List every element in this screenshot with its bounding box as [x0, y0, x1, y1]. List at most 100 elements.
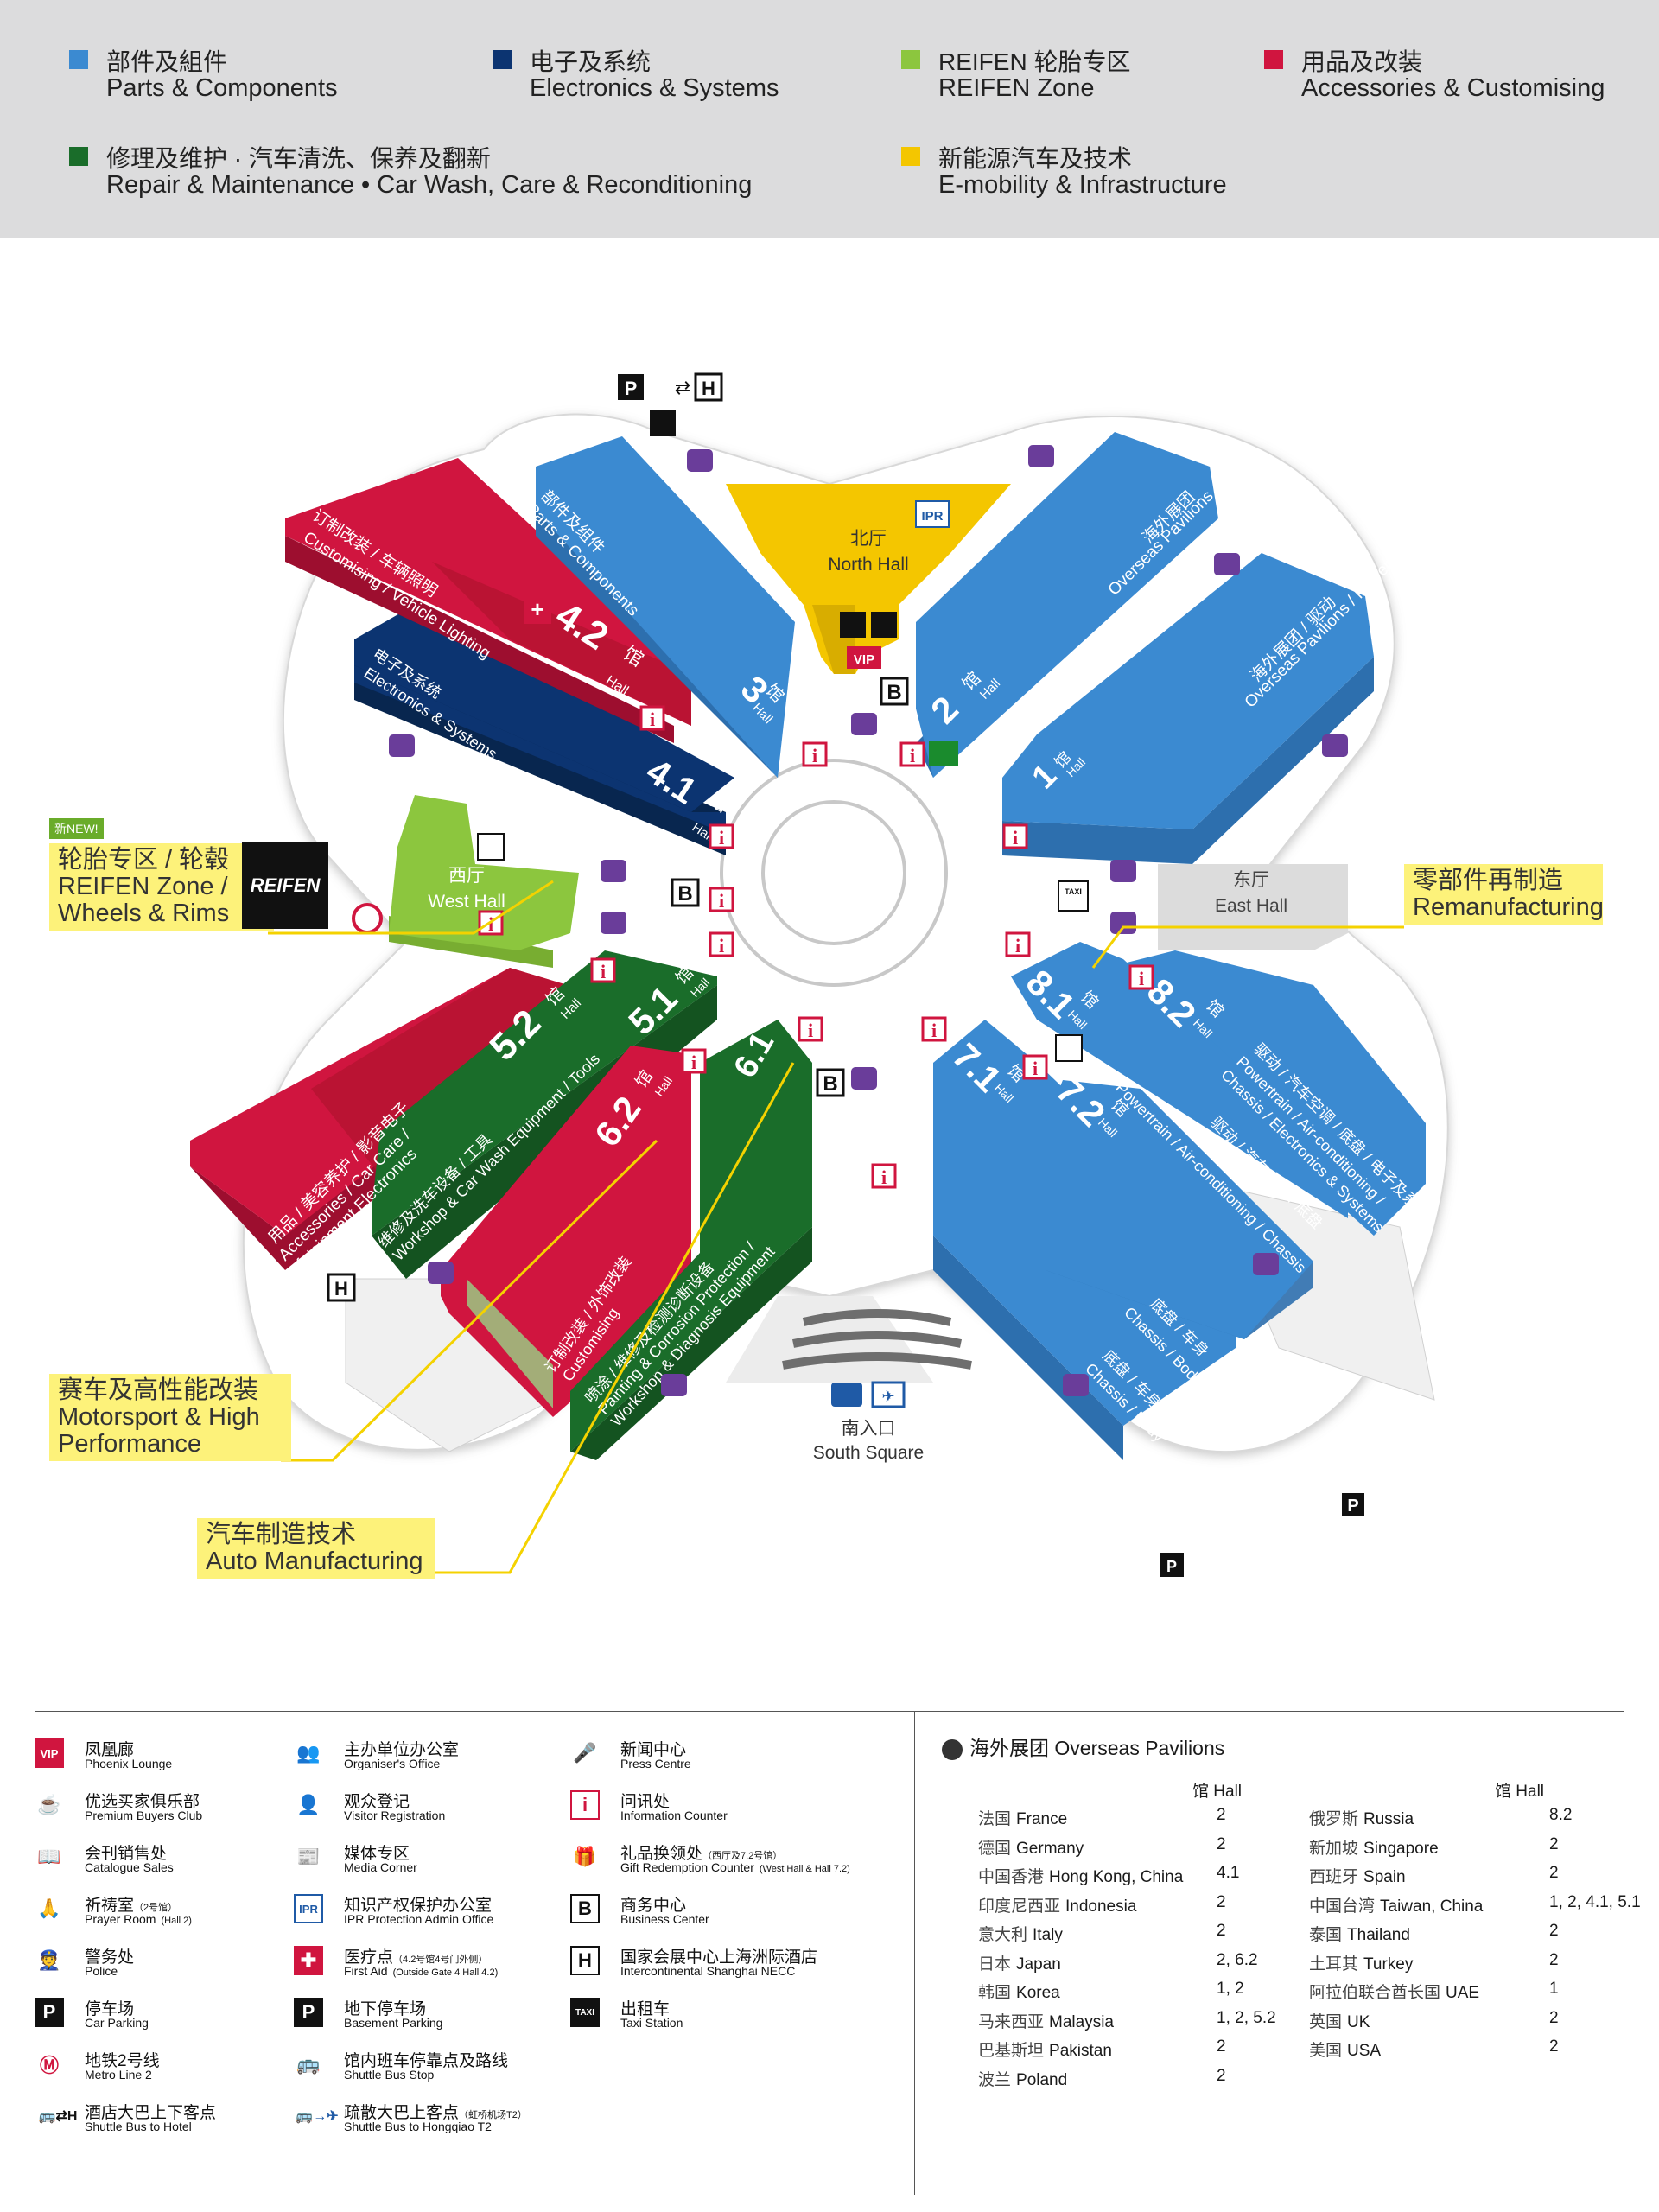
visitor-icon: 👤: [296, 1794, 321, 1815]
legend-item-en: Gift Redemption Counter(West Hall & Hall…: [620, 1860, 850, 1874]
metro-icon: [352, 903, 383, 934]
legend-item-zh: 知识产权保护办公室: [344, 1897, 493, 1915]
callout-reifen-en2: Wheels & Rims: [58, 899, 230, 927]
info-icon: i: [1005, 931, 1031, 957]
overseas-title: 海外展团 Overseas Pavilions: [942, 1732, 1224, 1761]
first-aid-icon: [524, 596, 551, 624]
legend-item-zh: 疏散大巴上客点（虹桥机场T2）: [344, 2104, 527, 2122]
info-icon: i: [709, 931, 734, 957]
map-top-icons[interactable]: P ⇄ H H P P TAXI + VIP IPR: [327, 372, 1364, 1577]
catalogue-icon: 📖: [37, 1846, 61, 1867]
legend-item-en: Phoenix Lounge: [85, 1757, 173, 1770]
central-roundabout-inner: [761, 800, 906, 945]
legend-item-zh: 观众登记: [344, 1793, 410, 1811]
legend-item-zh: 酒店大巴上下客点: [85, 2104, 217, 2122]
info-icon: i: [802, 741, 828, 767]
gift-icon-east: [1055, 1034, 1083, 1062]
legend-item-zh: 会刊销售处: [85, 1845, 168, 1863]
legend-item-zh: 国家会展中心上海洲际酒店: [620, 1948, 818, 1967]
overseas-hall: 4.1: [1217, 1864, 1240, 1882]
info-icon: i: [570, 1790, 600, 1820]
overseas-hall: 2: [1549, 2037, 1559, 2056]
svg-text:+: +: [531, 596, 543, 622]
svg-text:i: i: [808, 1020, 813, 1041]
new-badge: 新NEW!: [49, 818, 104, 839]
north-hall-en: North Hall: [828, 555, 908, 575]
info-icon: i: [921, 1016, 947, 1042]
hall-3[interactable]: [536, 436, 795, 778]
shuttle-stop-icon: [1214, 553, 1240, 575]
gift-icon: [477, 833, 505, 861]
south-entrance[interactable]: ✈ 南入口 South Square: [813, 1381, 924, 1463]
business-icon: B: [816, 1068, 845, 1097]
overseas-hall: 2: [1549, 1834, 1559, 1853]
svg-text:B: B: [677, 882, 692, 906]
overseas-hall: 1, 2, 5.2: [1217, 2008, 1276, 2027]
info-icon: i: [798, 1016, 823, 1042]
hall-7-2[interactable]: [1046, 1080, 1313, 1339]
overseas-hall: 2: [1217, 2066, 1226, 2085]
swatch-navy: [493, 50, 512, 69]
legend-item-zh: 警务处: [85, 1948, 135, 1967]
prayer-icon: 🙏: [37, 1897, 61, 1919]
east-hall: [1158, 864, 1348, 950]
shuttle-stop-icon: [601, 860, 626, 882]
svg-text:P: P: [1166, 1558, 1177, 1575]
svg-text:B: B: [823, 1072, 837, 1096]
callout-automfg-en: Auto Manufacturing: [206, 1548, 423, 1575]
overseas-hall: 2: [1549, 1864, 1559, 1882]
hall-1[interactable]: [1002, 553, 1374, 864]
callout-reman-zh: 零部件再制造: [1413, 867, 1564, 894]
info-icon: i: [1002, 823, 1028, 849]
west-hall-zh: 西厅: [448, 866, 485, 886]
legend-item-zh: 礼品换领处（西厅及7.2号馆）: [620, 1845, 783, 1863]
svg-text:H: H: [334, 1278, 348, 1300]
info-icon: i: [1022, 1054, 1048, 1080]
legend-item-zh: 出租车: [620, 2000, 671, 2018]
shuttle-stop-icon: [601, 912, 626, 934]
svg-text:i: i: [719, 890, 724, 912]
hall-8-1[interactable]: [1011, 942, 1348, 1218]
business-icon: B: [880, 677, 909, 706]
shuttle-stop-icon: [1322, 734, 1348, 757]
legend-item-zh: 新闻中心: [620, 1741, 687, 1759]
info-icon: i: [590, 957, 616, 983]
legend-item-zh: 凤凰廊: [85, 1741, 135, 1759]
legend-item-en: Shuttle Bus to Hotel: [85, 2120, 192, 2133]
callout-motorsport: 赛车及高性能改装 Motorsport & High Performance: [49, 1374, 291, 1461]
west-hall[interactable]: [389, 795, 579, 968]
hall-6-1[interactable]: [570, 1020, 812, 1460]
coffee-cup-icon: [871, 612, 897, 638]
business-markers[interactable]: B B B: [671, 677, 909, 1097]
hall-4-1[interactable]: [354, 605, 734, 855]
info-markers[interactable]: i i i i i i i i i i i i i i i i: [478, 705, 1154, 1189]
shuttle-stops[interactable]: [389, 445, 1348, 1396]
hall-2[interactable]: [916, 432, 1218, 778]
ipr-icon: IPR: [294, 1894, 323, 1923]
legend-item-en: Catalogue Sales: [85, 1860, 174, 1874]
legend-item-en: Police: [85, 1964, 118, 1978]
basement-parking-icon: P: [294, 1998, 323, 2027]
overseas-hall: 2: [1217, 1806, 1226, 1824]
hotel-icon-west: [327, 1273, 356, 1302]
info-icon: i: [709, 887, 734, 912]
hall-4-2[interactable]: [285, 458, 691, 743]
svg-text:i: i: [691, 1052, 696, 1073]
south-stairs: [782, 1309, 972, 1370]
swatch-blue: [69, 50, 88, 69]
shuttle-hotel-icon: 🚌⇄H: [38, 2109, 78, 2124]
